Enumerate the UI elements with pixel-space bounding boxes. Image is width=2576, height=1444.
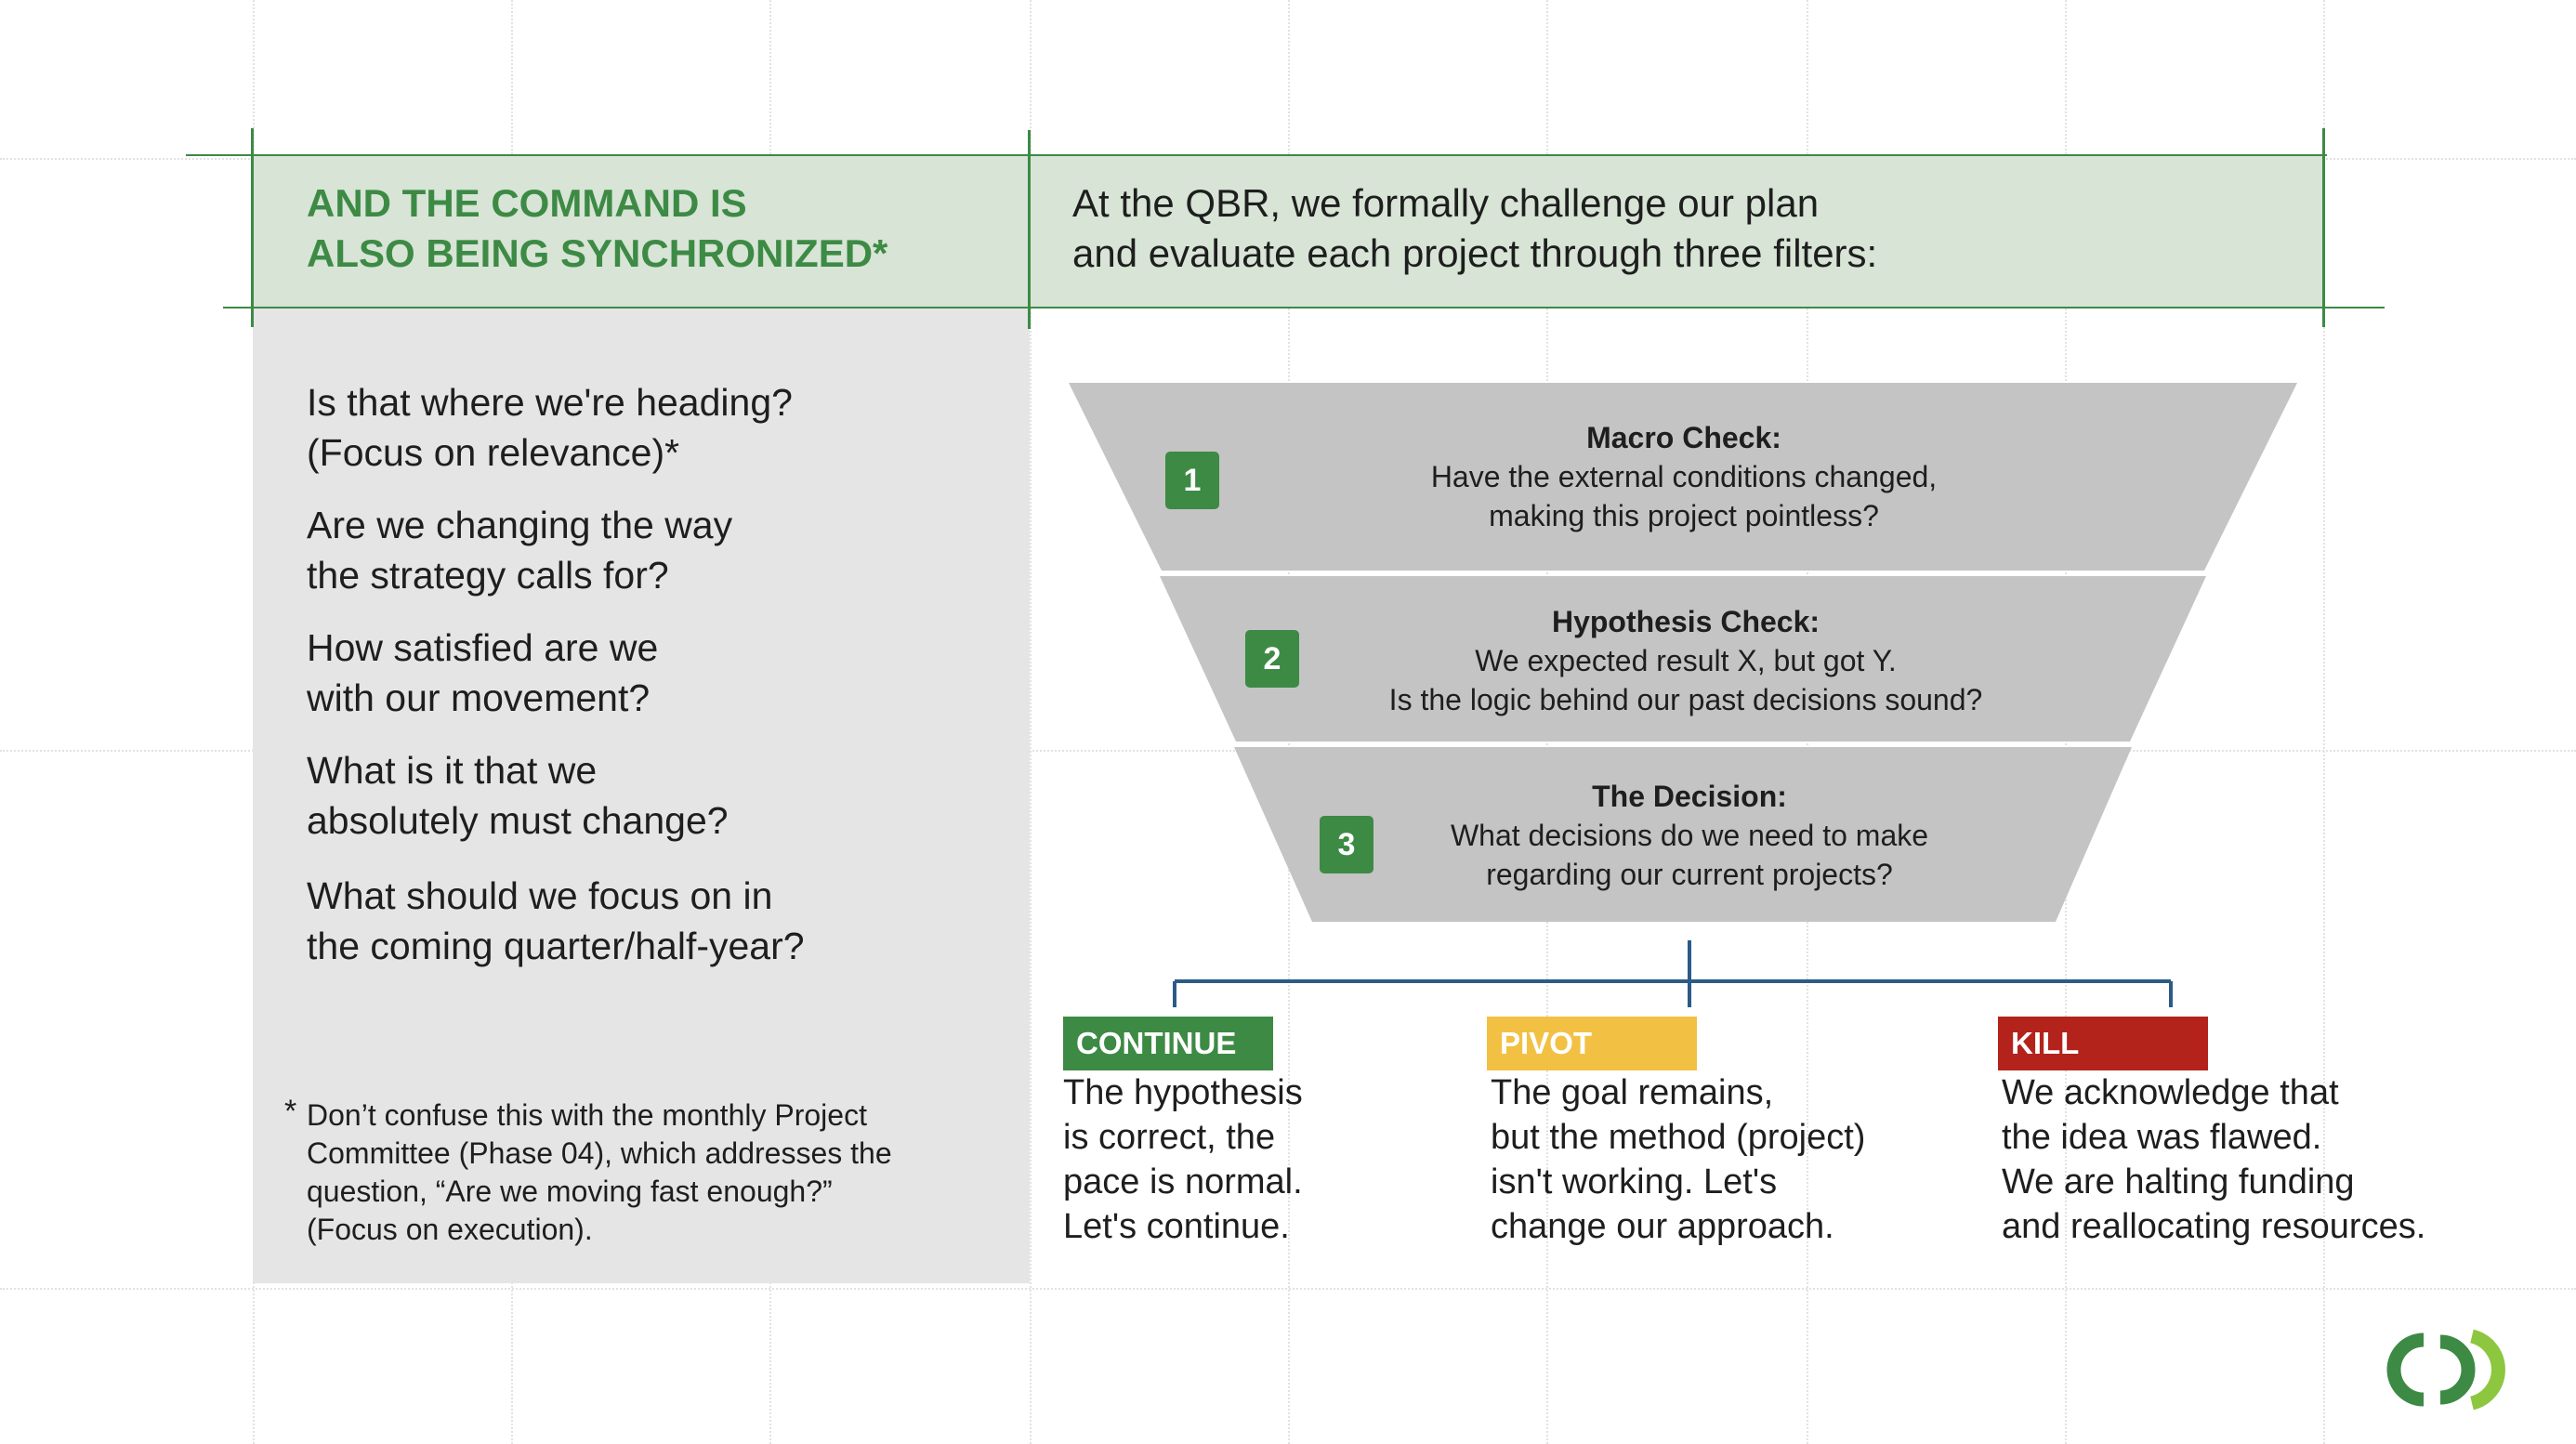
- header-top-line: [186, 154, 2327, 156]
- header-band: [253, 155, 2325, 308]
- header-left-tick: [251, 128, 254, 327]
- kill-description: We acknowledge that the idea was flawed.…: [2002, 1073, 2426, 1246]
- question-item: Are we changing the way the strategy cal…: [307, 504, 733, 597]
- question-item: Is that where we're heading? (Focus on r…: [307, 381, 793, 474]
- funnel-step-title: Hypothesis Check:: [1551, 605, 1820, 638]
- pivot-tag: PIVOT: [1487, 1017, 1697, 1070]
- footnote-line: Committee (Phase 04), which addresses th…: [307, 1136, 892, 1170]
- header-intro: At the QBR, we formally challenge our pl…: [1072, 178, 1877, 279]
- funnel-step-1-shape: [1069, 383, 2297, 571]
- step-number-badge: 3: [1320, 816, 1373, 873]
- footnote-line: question, “Are we moving fast enough?”: [307, 1175, 833, 1208]
- funnel-step-title: The Decision:: [1592, 780, 1787, 813]
- footnote-marker: *: [284, 1094, 297, 1129]
- question-item: What should we focus on in the coming qu…: [307, 874, 805, 967]
- section-title-line: ALSO BEING SYNCHRONIZED*: [307, 231, 888, 275]
- header-divider: [1028, 130, 1031, 329]
- grid-line: [1030, 0, 1032, 1444]
- footnote: * Don’t confuse this with the monthly Pr…: [284, 1094, 953, 1249]
- header-intro-line: and evaluate each project through three …: [1072, 231, 1878, 275]
- header-right-tick: [2322, 128, 2325, 327]
- step-number-badge: 1: [1165, 452, 1219, 509]
- kill-tag: KILL: [1998, 1017, 2208, 1070]
- funnel-step-title: Macro Check:: [1586, 421, 1781, 454]
- continue-description: The hypothesis is correct, the pace is n…: [1063, 1073, 1303, 1246]
- questions-panel: [253, 308, 1030, 1283]
- grid-line: [0, 1288, 2576, 1290]
- pivot-description: The goal remains, but the method (projec…: [1491, 1073, 1866, 1246]
- step-number-badge: 2: [1245, 630, 1299, 688]
- section-title: AND THE COMMAND IS ALSO BEING SYNCHRONIZ…: [307, 178, 887, 279]
- section-title-line: AND THE COMMAND IS: [307, 181, 747, 225]
- funnel-step-2: Hypothesis Check: We expected result X, …: [1314, 602, 2057, 719]
- grid-line: [2323, 0, 2325, 1444]
- question-item: How satisfied are we with our movement?: [307, 626, 659, 719]
- header-bottom-line: [223, 307, 2385, 308]
- question-item: What is it that we absolutely must chang…: [307, 749, 729, 842]
- header-intro-line: At the QBR, we formally challenge our pl…: [1072, 181, 1820, 225]
- footnote-line: Don’t confuse this with the monthly Proj…: [307, 1098, 867, 1132]
- funnel-step-1: Macro Check: Have the external condition…: [1312, 418, 2056, 535]
- funnel-step-3: The Decision: What decisions do we need …: [1318, 777, 2061, 894]
- brand-logo-icon: [2386, 1329, 2505, 1411]
- funnel-step-3-shape: [1234, 747, 2132, 922]
- footnote-line: (Focus on execution).: [307, 1213, 593, 1246]
- continue-tag: CONTINUE: [1063, 1017, 1273, 1070]
- funnel-step-2-shape: [1160, 576, 2206, 742]
